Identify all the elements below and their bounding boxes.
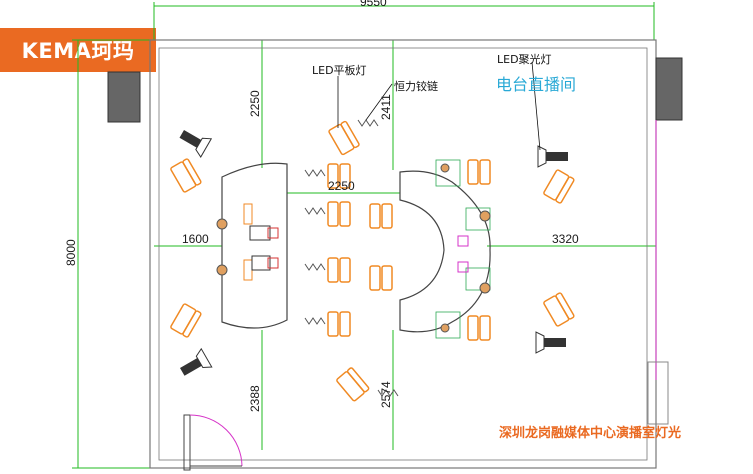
chair-icon [243, 203, 253, 225]
panel-light-icon [467, 159, 491, 185]
left-desk [221, 162, 288, 329]
panel-light-icon [170, 303, 202, 338]
hinge-springs [304, 119, 399, 397]
arc-desk-people [440, 163, 491, 333]
panel-light-icon [327, 163, 351, 189]
hinge-spring-icon [357, 119, 379, 127]
person-icon [479, 282, 491, 294]
leader-lines [337, 61, 541, 151]
dim-overall-width: 9550 [360, 0, 387, 9]
microphone-box [457, 261, 469, 273]
door-icon [183, 414, 243, 471]
diagram-caption: 深圳龙岗融媒体中心演播室灯光 [499, 425, 681, 441]
spotlight-icon [535, 331, 566, 354]
left-pillar [107, 71, 141, 123]
panel-light-icon [327, 311, 351, 337]
panel-light-icon [369, 203, 393, 229]
dim-desk-to-bottom: 2388 [248, 385, 262, 412]
led-spotlights [179, 130, 568, 376]
hinge-spring-icon [304, 317, 326, 325]
led-panel-lights [170, 120, 575, 402]
dim-right-to-wall: 3320 [552, 232, 579, 246]
panel-light-icon [327, 201, 351, 227]
dim-desk-gap: 2250 [328, 179, 355, 193]
hinge-spring-icon [304, 207, 326, 215]
hinge-spring-icon [377, 389, 399, 397]
room-title: 电台直播间 [496, 75, 576, 94]
dim-overall-height: 8000 [64, 239, 78, 266]
hinge-spring-icon [304, 169, 326, 177]
chair-icon [243, 259, 253, 281]
console-box [251, 255, 271, 271]
panel-light-icon [327, 257, 351, 283]
dim-left-to-desk: 1600 [182, 232, 209, 246]
person-icon [216, 264, 228, 276]
console-box [249, 225, 271, 241]
right-arc-desk [399, 170, 491, 333]
panel-light-icon [170, 158, 202, 193]
walls [107, 39, 683, 469]
spotlight-icon [180, 347, 213, 376]
dim-top-to-hinge: 2411 [379, 94, 393, 120]
hinge-spring-icon [304, 263, 326, 271]
person-icon [440, 163, 450, 173]
microphone-box [457, 235, 469, 247]
dim-top-to-desk: 2250 [248, 90, 262, 117]
panel-light-icon [369, 265, 393, 291]
dim-center-to-bottom: 2574 [379, 381, 393, 408]
person-icon [479, 210, 491, 222]
side-window [647, 361, 669, 425]
panel-light-icon [336, 367, 370, 402]
panel-light-icon [543, 292, 575, 327]
panel-light-icon [328, 120, 360, 156]
panel-light-icon [543, 169, 575, 204]
person-icon [440, 323, 450, 333]
microphone-box [267, 257, 279, 269]
left-desk-people [216, 203, 279, 281]
microphone-box [267, 227, 279, 239]
label-hinge: 恒力铰链 [394, 79, 438, 93]
dimension-lines [72, 2, 656, 469]
person-icon [216, 218, 228, 230]
spotlight-icon [179, 130, 213, 158]
label-led-spot: LED聚光灯 [497, 52, 552, 66]
arc-desk-seats [435, 159, 491, 339]
label-led-panel: LED平板灯 [312, 63, 367, 77]
right-pillar [655, 57, 683, 121]
panel-light-icon [467, 315, 491, 341]
spotlight-icon [537, 145, 568, 168]
